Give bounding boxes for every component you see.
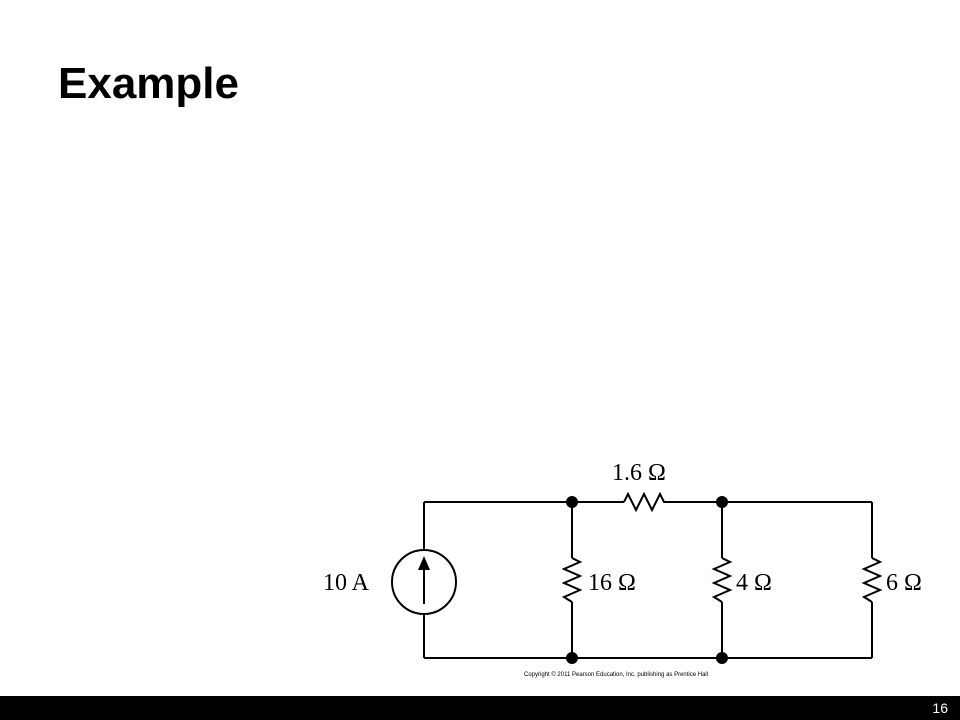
source-label: 10 A xyxy=(323,570,370,596)
node-top-right xyxy=(716,496,728,508)
resistor-1-6-zigzag xyxy=(623,491,668,513)
resistor-1-6-label: 1.6 Ω xyxy=(612,460,666,486)
resistor-16-zigzag xyxy=(561,557,583,603)
slide-title: Example xyxy=(58,59,239,108)
copyright-notice: Copyright © 2011 Pearson Education, Inc.… xyxy=(524,672,709,678)
node-bottom-right xyxy=(716,652,728,664)
node-top-left xyxy=(566,496,578,508)
resistor-4-label: 4 Ω xyxy=(736,570,772,596)
resistor-6-zigzag xyxy=(861,557,883,603)
page-number: 16 xyxy=(932,700,948,716)
resistor-6-label: 6 Ω xyxy=(886,570,922,596)
footer-bar: 16 xyxy=(0,696,960,720)
current-source-arrowhead xyxy=(418,556,430,570)
node-bottom-left xyxy=(566,652,578,664)
resistor-4-zigzag xyxy=(711,557,733,603)
resistor-16-label: 16 Ω xyxy=(588,570,636,596)
circuit-diagram: 10 A 1.6 Ω 16 Ω 4 Ω 6 Ω xyxy=(323,460,922,664)
current-source-circle xyxy=(391,549,457,615)
